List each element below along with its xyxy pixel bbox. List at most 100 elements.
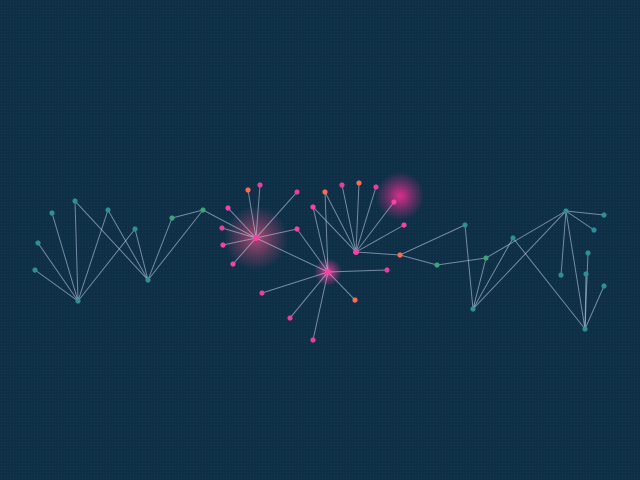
edge-b0-b5 [312,271,329,341]
node-a4[interactable] [219,225,225,231]
node-b0[interactable] [325,269,331,275]
edge-r6-r8 [565,210,605,216]
node-c0[interactable] [353,249,359,255]
node-r12[interactable] [601,283,607,289]
edge-r6-r3 [472,210,567,310]
edge-b0-b2 [296,228,329,273]
node-r6[interactable] [563,208,569,214]
edge-l7-l5 [77,228,136,302]
node-l10[interactable] [200,207,206,213]
node-r2[interactable] [462,222,468,228]
edge-r4-r3 [472,257,487,310]
edge-c0-b8 [324,191,357,253]
node-c2[interactable] [356,180,362,186]
node-b7[interactable] [384,267,390,273]
node-c4[interactable] [391,199,397,205]
node-b4[interactable] [287,315,293,321]
edge-c6-r1 [399,254,438,266]
node-l4[interactable] [72,198,78,204]
node-b5[interactable] [310,337,316,343]
edge-r2-r3 [464,224,474,310]
edge-l6-l8 [107,209,149,281]
edge-a0-a7 [255,191,298,239]
edge-b0-a0 [255,237,329,273]
edge-a0-a4 [221,227,257,239]
edge-r6-r10 [560,210,567,276]
edge-b0-b1 [312,206,329,273]
edge-r6-r4 [485,210,567,259]
node-b2[interactable] [294,226,300,232]
edge-l7-l8 [134,228,149,281]
edge-r1-r4 [436,257,487,266]
node-l5[interactable] [75,298,81,304]
node-c1[interactable] [339,182,345,188]
node-a5[interactable] [220,242,226,248]
node-l6[interactable] [105,207,111,213]
edge-a0-b2 [255,228,298,239]
node-r1[interactable] [434,262,440,268]
edge-r12-r13 [584,285,605,330]
node-l2[interactable] [35,240,41,246]
edge-l2-l5 [37,242,79,302]
node-b6[interactable] [352,297,358,303]
node-r11[interactable] [583,271,589,277]
edges [34,182,605,341]
node-l9[interactable] [169,215,175,221]
node-c3[interactable] [373,184,379,190]
edge-a0-a6 [232,237,257,265]
node-r7[interactable] [591,227,597,233]
edge-r6-r13 [565,210,586,330]
node-a1[interactable] [245,187,251,193]
edge-l10-l8 [147,209,204,281]
edge-b0-b4 [289,271,329,319]
node-c6[interactable] [397,252,403,258]
edge-r6-r7 [565,210,595,231]
edge-l9-l10 [171,209,204,219]
node-r9[interactable] [585,250,591,256]
edge-l6-l5 [77,209,109,302]
node-a0[interactable] [253,235,259,241]
node-r8[interactable] [601,212,607,218]
node-a7[interactable] [294,189,300,195]
edge-r11-r13 [584,273,587,330]
node-c5[interactable] [401,222,407,228]
node-r3[interactable] [470,306,476,312]
node-b1[interactable] [310,204,316,210]
node-r10[interactable] [558,272,564,278]
edge-b0-b3 [261,271,329,294]
node-l8[interactable] [145,277,151,283]
node-r13[interactable] [582,326,588,332]
edge-l3-l5 [34,269,79,302]
edge-l10-a0 [202,209,257,239]
glow-hot-node [376,172,424,220]
edge-c0-c3 [355,186,377,253]
node-r4[interactable] [483,255,489,261]
edge-b0-b8 [324,191,329,273]
nodes [32,180,607,343]
edge-c0-c4 [355,201,395,253]
edge-c0-c6 [355,251,401,256]
edge-c6-r2 [399,224,466,256]
node-b3[interactable] [259,290,265,296]
edge-l4-l5 [74,200,79,302]
node-a3[interactable] [225,205,231,211]
edge-a0-a5 [222,237,257,246]
node-b8[interactable] [322,189,328,195]
node-a2[interactable] [257,182,263,188]
edge-a0-a3 [227,207,257,239]
node-l1[interactable] [49,210,55,216]
node-l3[interactable] [32,267,38,273]
edge-b0-b7 [327,269,388,273]
edge-l9-l8 [147,217,173,281]
edge-r5-r13 [512,237,586,330]
edge-l4-l8 [74,200,149,281]
edge-c0-b1 [312,206,357,253]
node-r5[interactable] [510,235,516,241]
edge-a0-a1 [247,189,257,239]
edge-l1-l5 [51,212,79,302]
node-l7[interactable] [132,226,138,232]
edge-c0-c1 [341,184,357,253]
node-a6[interactable] [230,261,236,267]
